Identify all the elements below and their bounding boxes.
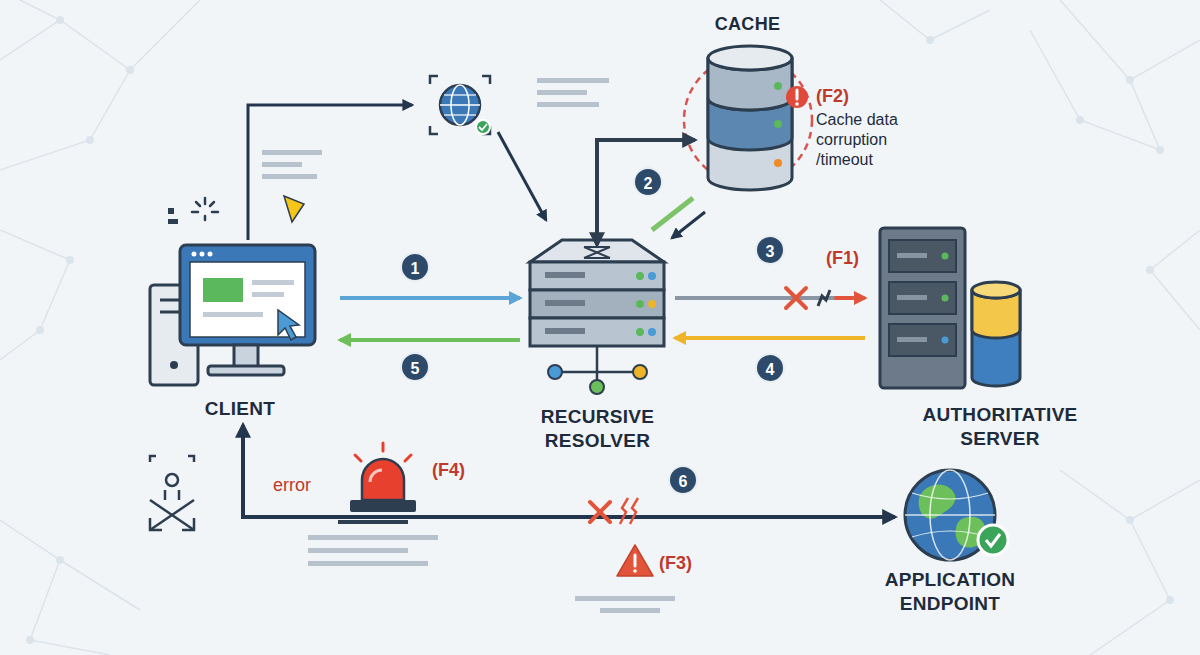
- resolver-node: RECURSIVE RESOLVER: [520, 245, 675, 455]
- failure-code: (F2): [816, 86, 876, 106]
- node-label: RECURSIVE RESOLVER: [510, 405, 685, 453]
- error-label: error: [273, 475, 333, 495]
- callout-number: 5: [400, 352, 430, 382]
- cache-icon: [652, 46, 812, 238]
- node-label: APPLICATION ENDPOINT: [850, 568, 1050, 616]
- dispersion-icon: [150, 456, 194, 530]
- globe-endpoint-icon: [905, 470, 1008, 560]
- client-node: CLIENT: [140, 240, 340, 425]
- client-icon: [150, 245, 315, 385]
- flow-arrow: [597, 140, 695, 245]
- callout-number: 4: [755, 353, 785, 383]
- server-node: AUTHORITATIVE SERVER: [865, 215, 1025, 450]
- callout-number: 3: [755, 235, 785, 265]
- callout-number: 2: [633, 167, 663, 197]
- flow-arrow: [675, 336, 865, 340]
- flow-arrow: [340, 338, 520, 342]
- globe-icon: [430, 76, 609, 220]
- failure-code: (F1): [826, 248, 886, 268]
- flow-arrow: [675, 296, 865, 300]
- server-icon: [880, 228, 1020, 388]
- resolver-icon: [530, 240, 664, 394]
- node-label: CLIENT: [140, 397, 340, 421]
- cache-node: CACHE: [695, 10, 800, 195]
- failure-code: (F4): [432, 460, 492, 480]
- client-decor: [168, 105, 412, 240]
- alarm-icon: [308, 443, 438, 566]
- callout-number: 6: [668, 465, 698, 495]
- node-label: AUTHORITATIVE SERVER: [910, 403, 1090, 451]
- failure-code: (F3): [659, 553, 719, 573]
- failure-note: Cache data corruption /timeout: [816, 110, 916, 170]
- node-label: CACHE: [695, 12, 800, 36]
- callout-number: 1: [400, 252, 430, 282]
- endpoint-node: APPLICATION ENDPOINT: [895, 465, 1015, 615]
- flow-arrow: [340, 296, 520, 300]
